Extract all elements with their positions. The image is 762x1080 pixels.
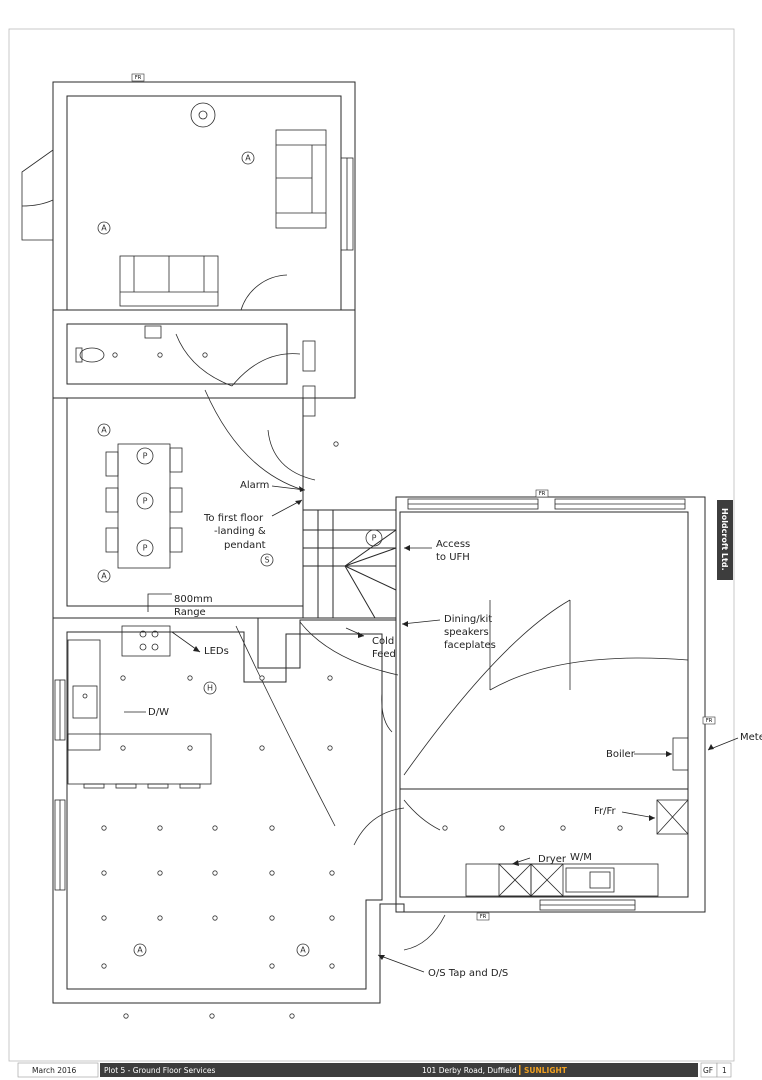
downlight-33 xyxy=(123,1013,129,1019)
downlight-23 xyxy=(212,915,218,921)
label-dryer: Dryer xyxy=(538,854,567,865)
tb-address: 101 Derby Road, Duffield xyxy=(422,1066,517,1075)
svg-text:P: P xyxy=(143,452,148,461)
tb-sheet: 1 xyxy=(722,1066,727,1075)
title-block: March 2016 Plot 5 - Ground Floor Service… xyxy=(17,1062,732,1078)
label-boiler: Boiler xyxy=(606,749,636,760)
downlight-21 xyxy=(101,915,107,921)
downlight-15 xyxy=(269,825,275,831)
downlight-19 xyxy=(269,870,275,876)
svg-text:P: P xyxy=(143,544,148,553)
doors xyxy=(21,149,689,951)
downlight-17 xyxy=(157,870,163,876)
downlight-12 xyxy=(101,825,107,831)
downlight-34 xyxy=(209,1013,215,1019)
downlight-20 xyxy=(329,870,335,876)
svg-text:A: A xyxy=(101,426,107,435)
label-first-floor-1: To first floor xyxy=(203,513,264,524)
tb-brand: SUNLIGHT xyxy=(524,1066,568,1075)
downlight-0 xyxy=(112,352,118,358)
company-name: Holdcroft Ltd. xyxy=(720,508,729,571)
downlight-30 xyxy=(499,825,505,831)
leader-lines xyxy=(124,485,739,973)
downlight-14 xyxy=(212,825,218,831)
downlight-18 xyxy=(212,870,218,876)
downlight-2 xyxy=(202,352,208,358)
downlight-28 xyxy=(329,963,335,969)
walls xyxy=(52,81,706,1004)
downlight-16 xyxy=(101,870,107,876)
label-access-1: Access xyxy=(436,539,470,550)
downlight-13 xyxy=(157,825,163,831)
label-meter: Mete xyxy=(740,732,762,743)
svg-text:A: A xyxy=(101,224,107,233)
svg-text:S: S xyxy=(264,556,269,565)
downlight-29 xyxy=(442,825,448,831)
downlight-7 xyxy=(327,675,333,681)
windows xyxy=(54,157,686,911)
tb-floor: GF xyxy=(703,1066,713,1075)
svg-text:A: A xyxy=(245,154,251,163)
furniture xyxy=(67,102,689,897)
label-dining-3: faceplates xyxy=(444,640,496,651)
sheet-border xyxy=(8,28,735,1062)
label-dining-1: Dining/kit xyxy=(444,614,492,625)
downlight-22 xyxy=(157,915,163,921)
label-access-2: to UFH xyxy=(436,552,470,563)
downlight-9 xyxy=(187,745,193,751)
label-first-floor-3: pendant xyxy=(224,540,266,551)
label-cold-2: Feed xyxy=(372,649,396,660)
downlight-26 xyxy=(101,963,107,969)
downlight-1 xyxy=(157,352,163,358)
downlight-4 xyxy=(120,675,126,681)
downlight-6 xyxy=(259,675,265,681)
phone-symbols: P P P P xyxy=(136,447,383,557)
svg-text:A: A xyxy=(137,946,143,955)
smoke-heat-symbols: S H xyxy=(203,553,274,695)
tb-title: Plot 5 - Ground Floor Services xyxy=(104,1066,215,1075)
label-cold-1: Cold xyxy=(372,636,394,647)
svg-text:H: H xyxy=(207,684,213,693)
downlight-32 xyxy=(617,825,623,831)
svg-text:P: P xyxy=(143,497,148,506)
downlight-31 xyxy=(560,825,566,831)
label-alarm: Alarm xyxy=(240,480,269,491)
aerial-symbols: A A A A A A xyxy=(97,151,310,957)
downlight-11 xyxy=(327,745,333,751)
svg-text:P: P xyxy=(372,534,377,543)
company-tab: Holdcroft Ltd. xyxy=(717,500,733,580)
label-first-floor-2: -landing & xyxy=(214,526,266,537)
fr-markers: FR FR FR FR xyxy=(131,73,716,921)
downlight-3 xyxy=(333,441,339,447)
annotations: Alarm To first floor -landing & pendant … xyxy=(148,480,762,979)
svg-text:FR: FR xyxy=(539,491,546,497)
label-range-2: Range xyxy=(174,607,206,618)
svg-text:FR: FR xyxy=(135,75,142,81)
downlight-25 xyxy=(329,915,335,921)
label-range-1: 800mm xyxy=(174,594,213,605)
downlight-24 xyxy=(269,915,275,921)
downlight-dots xyxy=(101,352,623,1019)
downlight-5 xyxy=(187,675,193,681)
label-os-tap: O/S Tap and D/S xyxy=(428,968,508,979)
downlight-8 xyxy=(120,745,126,751)
label-wm: W/M xyxy=(570,852,592,863)
downlight-27 xyxy=(269,963,275,969)
label-frfr: Fr/Fr xyxy=(594,806,617,817)
label-leds: LEDs xyxy=(204,646,229,657)
svg-text:A: A xyxy=(300,946,306,955)
label-dining-2: speakers xyxy=(444,627,489,638)
svg-text:FR: FR xyxy=(706,718,713,724)
leader-arrows xyxy=(193,486,714,960)
downlight-35 xyxy=(289,1013,295,1019)
label-dw: D/W xyxy=(148,707,169,718)
tb-date: March 2016 xyxy=(32,1066,77,1075)
svg-text:FR: FR xyxy=(480,914,487,920)
svg-text:A: A xyxy=(101,572,107,581)
downlight-10 xyxy=(259,745,265,751)
